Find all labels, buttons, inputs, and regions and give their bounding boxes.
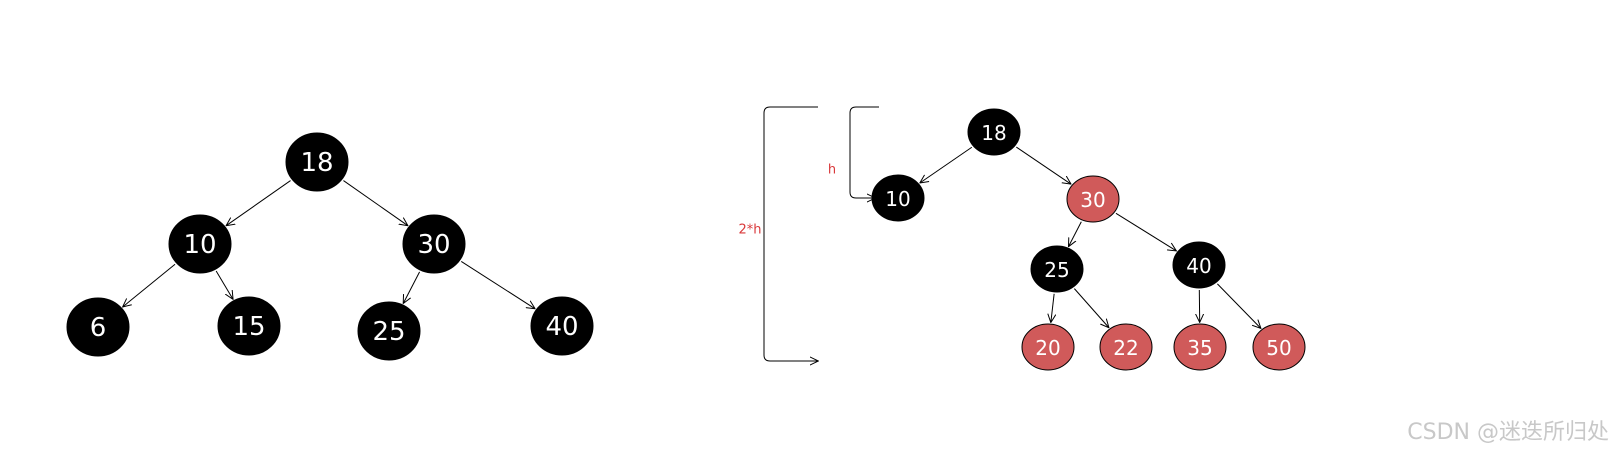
right-node-20-circle — [1021, 323, 1075, 371]
left-edge-30-to-40 — [460, 261, 534, 308]
right-edge-25-to-22 — [1073, 288, 1108, 328]
right-node-22: 22 — [1099, 323, 1153, 371]
left-tree-nodes: 18 10 30 6 15 25 40 — [66, 132, 594, 361]
right-node-25-label: 25 — [1044, 258, 1069, 282]
right-node-35-circle — [1173, 323, 1227, 371]
left-node-6-label: 6 — [90, 313, 107, 343]
left-node-25: 25 — [357, 301, 421, 361]
height-brackets: 2*h h — [738, 106, 879, 361]
right-node-18-label: 18 — [981, 121, 1006, 145]
left-node-6: 6 — [66, 297, 130, 357]
left-node-30-circle — [402, 214, 466, 274]
right-node-30-circle — [1066, 175, 1120, 223]
left-edge-18-to-10 — [226, 180, 291, 226]
right-edge-25-to-20 — [1051, 293, 1054, 322]
right-edge-18-to-30 — [1016, 146, 1070, 184]
left-edge-10-to-15 — [215, 270, 233, 299]
right-node-20-label: 20 — [1035, 336, 1060, 360]
right-tree-nodes: 18 10 30 25 40 20 22 35 50 — [871, 108, 1306, 371]
short-path-label: h — [828, 163, 836, 178]
long-path-bracket — [763, 106, 818, 361]
right-node-18-circle — [967, 108, 1021, 156]
left-node-30: 30 — [402, 214, 466, 274]
right-node-40: 40 — [1172, 241, 1226, 289]
left-node-40-circle — [530, 296, 594, 356]
right-node-22-label: 22 — [1113, 336, 1138, 360]
left-tree-edges — [123, 180, 535, 309]
left-node-10-label: 10 — [183, 230, 216, 260]
left-node-18-circle — [285, 132, 349, 192]
right-node-25-circle — [1030, 245, 1084, 293]
right-node-22-circle — [1099, 323, 1153, 371]
left-edge-10-to-6 — [123, 263, 176, 306]
right-node-18: 18 — [967, 108, 1021, 156]
left-node-40: 40 — [530, 296, 594, 356]
left-edge-30-to-25 — [403, 271, 421, 303]
left-node-15-circle — [217, 296, 281, 356]
short-path-bracket — [849, 106, 879, 198]
left-node-25-circle — [357, 301, 421, 361]
right-node-50: 50 — [1252, 323, 1306, 371]
left-node-18: 18 — [285, 132, 349, 192]
left-node-15-label: 15 — [232, 312, 265, 342]
right-node-35: 35 — [1173, 323, 1227, 371]
right-edge-30-to-25 — [1069, 221, 1082, 247]
right-node-25: 25 — [1030, 245, 1084, 293]
left-node-6-circle — [66, 297, 130, 357]
long-path-label: 2*h — [738, 223, 761, 238]
right-tree: 18 10 30 25 40 20 22 35 50 — [871, 108, 1306, 371]
right-edge-30-to-40 — [1115, 212, 1176, 250]
left-node-15: 15 — [217, 296, 281, 356]
right-node-50-circle — [1252, 323, 1306, 371]
left-node-10-circle — [168, 214, 232, 274]
watermark: CSDN @迷迭所归处 — [1407, 420, 1609, 445]
right-node-50-label: 50 — [1266, 336, 1291, 360]
right-node-10: 10 — [871, 174, 925, 222]
left-node-18-label: 18 — [300, 148, 333, 178]
left-tree: 18 10 30 6 15 25 40 — [66, 132, 594, 361]
right-node-40-circle — [1172, 241, 1226, 289]
right-node-35-label: 35 — [1187, 336, 1212, 360]
right-edge-40-to-50 — [1217, 283, 1260, 328]
left-node-25-label: 25 — [372, 317, 405, 347]
right-node-40-label: 40 — [1186, 254, 1211, 278]
left-node-30-label: 30 — [417, 230, 450, 260]
left-edge-18-to-30 — [343, 180, 407, 226]
left-node-10: 10 — [168, 214, 232, 274]
left-node-40-label: 40 — [545, 312, 578, 342]
right-node-30-label: 30 — [1080, 188, 1105, 212]
right-tree-edges — [920, 146, 1260, 328]
right-edge-18-to-10 — [920, 146, 973, 183]
right-node-10-circle — [871, 174, 925, 222]
right-node-20: 20 — [1021, 323, 1075, 371]
right-node-30: 30 — [1066, 175, 1120, 223]
right-node-10-label: 10 — [885, 187, 910, 211]
